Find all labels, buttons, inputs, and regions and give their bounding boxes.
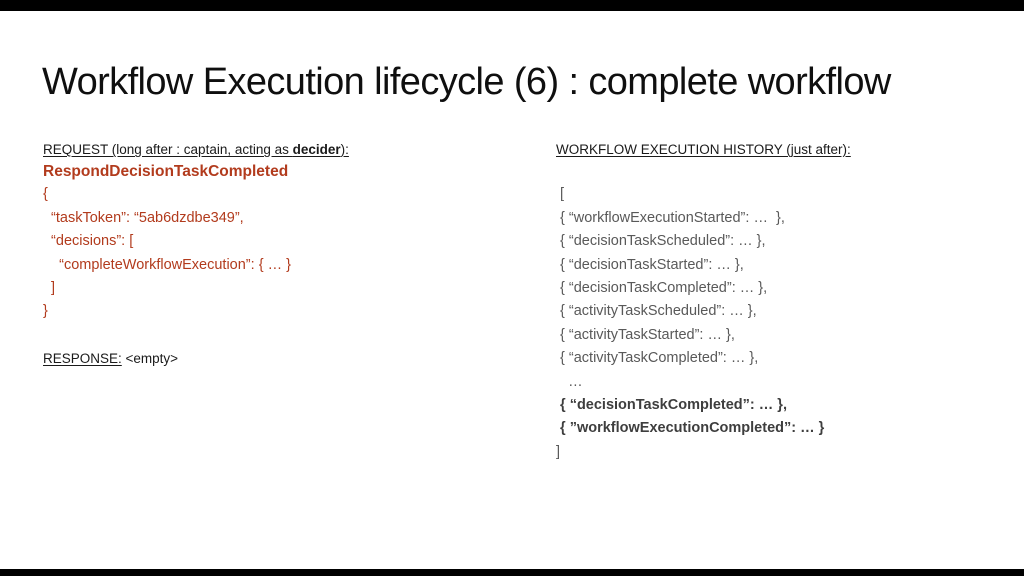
history-event-line: { ”workflowExecutionCompleted”: … }	[556, 420, 825, 437]
request-heading-prefix: REQUEST (long after : captain, acting as	[43, 142, 293, 157]
response-label: RESPONSE:	[43, 351, 122, 367]
history-panel: WORKFLOW EXECUTION HISTORY (just after):…	[556, 140, 996, 464]
request-code-line: {	[43, 186, 48, 203]
spacer	[556, 160, 996, 183]
request-code-line: }	[43, 303, 48, 320]
history-heading: WORKFLOW EXECUTION HISTORY (just after):	[556, 142, 851, 157]
top-letterbox-bar	[0, 0, 1024, 11]
history-close-bracket: ]	[556, 443, 561, 460]
history-event-line: { “workflowExecutionStarted”: … },	[556, 209, 785, 226]
spacer	[43, 324, 513, 347]
history-event-line: { “activityTaskScheduled”: … },	[556, 303, 757, 320]
slide-title: Workflow Execution lifecycle (6) : compl…	[42, 61, 891, 103]
request-heading-decider: decider	[292, 142, 341, 157]
request-code-line: “decisions”: [	[43, 233, 134, 250]
request-heading: REQUEST (long after : captain, acting as…	[43, 140, 513, 160]
history-open-bracket: [	[556, 186, 565, 203]
history-event-line: { “activityTaskCompleted”: … },	[556, 350, 759, 367]
history-event-line: { “decisionTaskStarted”: … },	[556, 256, 744, 273]
request-panel: REQUEST (long after : captain, acting as…	[43, 140, 513, 371]
request-api-name: RespondDecisionTaskCompleted	[43, 163, 289, 180]
history-event-line: { “decisionTaskScheduled”: … },	[556, 233, 766, 250]
request-code-line: “completeWorkflowExecution”: { … }	[43, 256, 291, 273]
response-line: RESPONSE: <empty>	[43, 347, 513, 370]
request-heading-suffix: ):	[340, 142, 349, 157]
history-event-line: { “activityTaskStarted”: … },	[556, 326, 735, 343]
request-code-line: ]	[43, 280, 56, 297]
response-value: <empty>	[121, 351, 179, 367]
history-event-line: { “decisionTaskCompleted”: … },	[556, 280, 768, 297]
bottom-letterbox-bar	[0, 569, 1024, 576]
request-code-line: “taskToken”: “5ab6dzdbe349”,	[43, 209, 244, 226]
history-event-line: { “decisionTaskCompleted”: … },	[556, 397, 787, 414]
history-ellipsis-line: …	[556, 373, 583, 390]
